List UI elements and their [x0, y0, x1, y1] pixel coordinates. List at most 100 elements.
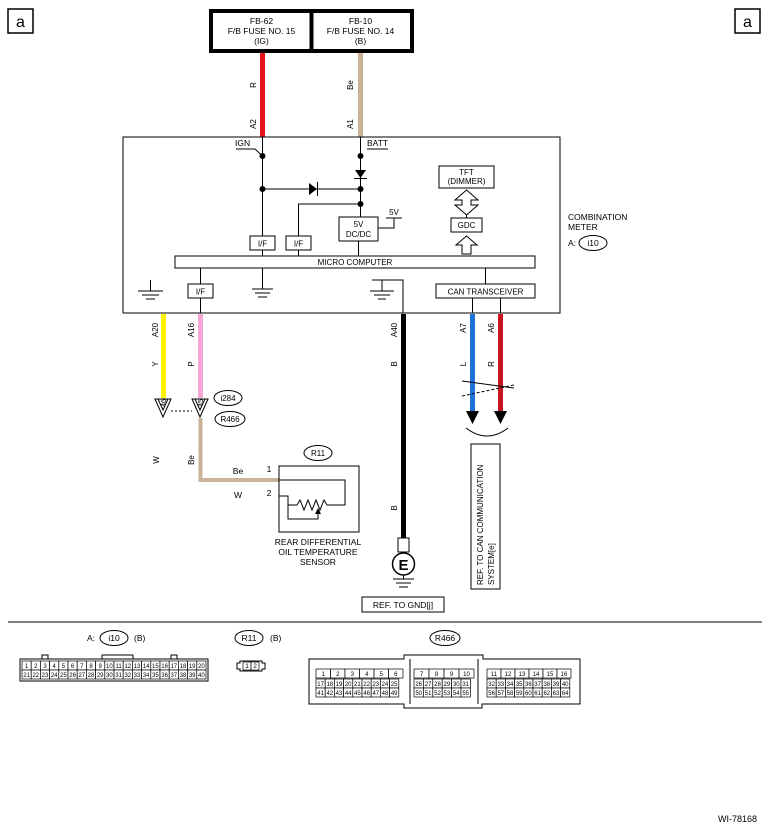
wire-a20-pin: A20: [151, 322, 160, 337]
i10-pin-label: 39: [189, 673, 196, 679]
gdc-box: [450, 217, 483, 233]
r466-pin-label: 39: [553, 682, 560, 688]
r466-pin-label: 62: [543, 691, 550, 697]
double-arrow-icon: [453, 189, 480, 216]
r466-pin-label: 50: [415, 691, 422, 697]
joint-pin-45: 45: [198, 399, 205, 407]
i10-pin-label: 21: [23, 673, 30, 679]
r466-pin-label: 52: [434, 691, 441, 697]
legend-r466-oval: [429, 630, 461, 646]
conn-r466: R466: [220, 415, 240, 424]
i10-pin-label: 9: [99, 664, 103, 670]
ground-letter: E: [398, 557, 408, 574]
wire-batt-code: Be: [346, 80, 355, 90]
fuse-fb62-name: F/B FUSE NO. 15: [228, 26, 296, 36]
r466-pin-label: 48: [382, 691, 389, 697]
r466-pin-label: 3: [351, 672, 355, 678]
r466-pin-label: 53: [444, 691, 451, 697]
wire-a7-code: L: [459, 361, 468, 366]
wire-a16-pin: A16: [187, 322, 196, 337]
r466-pin-label: 41: [317, 691, 324, 697]
i10-pin-label: 20: [198, 664, 205, 670]
ground-ref-box: [361, 596, 445, 613]
r466-pin-label: 40: [562, 682, 569, 688]
r466-pin-label: 55: [462, 691, 469, 697]
if-label-1: I/F: [258, 240, 267, 249]
tft-dimmer-box: [438, 165, 495, 189]
tft-line2: (DIMMER): [448, 177, 486, 186]
micro-computer-box: [174, 255, 536, 269]
sensor-box: [278, 465, 360, 533]
r466-pin-label: 16: [561, 672, 568, 678]
sensor-label-line1: REAR DIFFERENTIAL: [275, 537, 362, 547]
dcdc-line1: 5V: [354, 220, 364, 229]
i10-pin-label: 27: [78, 673, 85, 679]
r466-pin-label: 29: [444, 682, 451, 688]
r466-pin-cell: [560, 687, 571, 698]
micro-computer-label: MICRO COMPUTER: [318, 258, 393, 267]
legend-r11-oval: [234, 630, 264, 646]
r466-pin-label: 8: [435, 672, 439, 678]
conn-i284: i284: [220, 394, 236, 403]
i10-pin-label: 3: [43, 664, 47, 670]
r466-pin-label: 1: [322, 672, 326, 678]
r466-pin-label: 18: [326, 682, 333, 688]
i10-pin-label: 5: [62, 664, 66, 670]
r466-pin-label: 32: [488, 682, 495, 688]
if-box-1: [249, 235, 276, 251]
i10-pin-label: 8: [89, 664, 93, 670]
can-transceiver-label: CAN TRANSCEIVER: [448, 288, 524, 297]
r466-pin-label: 49: [391, 691, 398, 697]
corner-mark-right: [734, 8, 761, 34]
r466-pin-label: 21: [354, 682, 361, 688]
wire-a6-red: [498, 314, 503, 411]
can-ref-box: [470, 443, 501, 590]
i10-pin-label: 22: [32, 673, 39, 679]
wire-a16-code: P: [187, 361, 196, 366]
legend-r466-id: R466: [435, 633, 456, 643]
r466-pin-label: 47: [372, 691, 379, 697]
corner-mark-right-text: a: [743, 14, 752, 31]
i10-pin-label: 7: [80, 664, 84, 670]
wire-a20-yellow: [161, 314, 166, 398]
r466-pin-label: 43: [336, 691, 343, 697]
if-label-2: I/F: [294, 240, 303, 249]
i10-pin-label: 32: [124, 673, 131, 679]
legend-i10-suffix: (B): [134, 633, 146, 643]
i10-pin-label: 33: [134, 673, 141, 679]
r466-pin-cell: [460, 687, 471, 698]
i10-pin-label: 38: [180, 673, 187, 679]
r466-pin-label: 63: [553, 691, 560, 697]
sensor-label-line2: OIL TEMPERATURE: [278, 547, 358, 557]
sensor-wire2-code: W: [234, 490, 242, 500]
r466-pin-label: 5: [380, 672, 384, 678]
r466-pin-label: 46: [363, 691, 370, 697]
thermistor-arrow-icon: [315, 508, 321, 514]
sensor-wire1-pin: 1: [267, 464, 272, 474]
r466-pin-cell: [458, 668, 475, 679]
r11-pin-label: 1: [245, 663, 249, 670]
r466-pin-label: 17: [317, 682, 324, 688]
fuse-fb62-id: FB-62: [250, 16, 273, 26]
wire-a7-blue: [470, 314, 475, 411]
wire-a40-pin: A40: [390, 322, 399, 337]
sensor-conn-id: R11: [311, 449, 326, 458]
r466-pin-label: 56: [488, 691, 495, 697]
i10-pin-label: 17: [170, 664, 177, 670]
can-transceiver-box: [435, 283, 536, 299]
legend-i10-id: i10: [108, 633, 120, 643]
r466-pin-cell: [556, 668, 572, 679]
r466-pin-label: 45: [354, 691, 361, 697]
can-arrow-l-icon: [466, 411, 479, 424]
sensor-conn-oval: [303, 445, 333, 461]
wire-a20-code: Y: [151, 361, 160, 367]
meter-batt-label: BATT: [367, 138, 388, 148]
legend-r11-suffix: (B): [270, 633, 282, 643]
i10-pin-label: 19: [189, 664, 196, 670]
wire-a7-pin: A7: [459, 323, 468, 333]
r466-pin-label: 11: [491, 672, 498, 678]
i10-pin-label: 18: [180, 664, 187, 670]
legend-i10-oval: [99, 630, 129, 646]
